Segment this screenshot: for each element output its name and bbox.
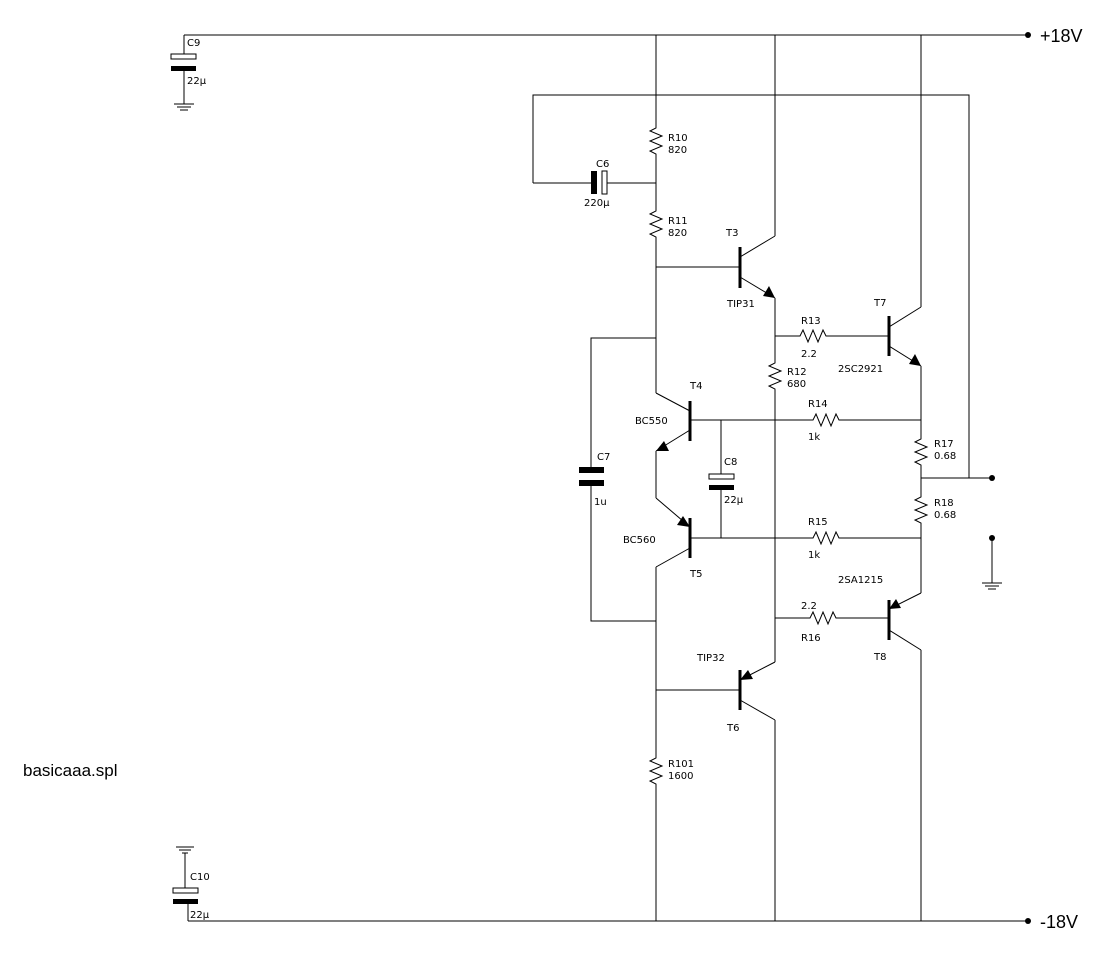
c6-name: C6 [596,159,609,170]
transistor-t7[interactable]: T7 2SC2921 [838,298,922,375]
r14-value: 1k [808,432,820,443]
t6-name: T6 [726,723,739,734]
t5-name: T5 [689,569,702,580]
t3-name: T3 [725,228,738,239]
transistor-t5[interactable]: BC560 T5 [623,497,702,580]
r11-name: R11 [668,216,688,227]
transistor-t8[interactable]: 2SA1215 T8 [838,575,922,663]
wire-bootstrap-loop [532,94,970,478]
resistor-r17[interactable]: R17 0.68 [913,436,956,468]
capacitor-c8[interactable]: C8 22µ [708,457,744,506]
c9-name: C9 [187,38,200,49]
t6-part: TIP32 [696,653,725,664]
capacitor-c6[interactable]: C6 220µ [584,159,610,209]
c10-name: C10 [190,872,210,883]
capacitor-c9[interactable]: C9 22µ [170,35,207,111]
r18-name: R18 [934,498,954,509]
resistor-r13[interactable]: R13 2.2 [797,316,830,360]
t4-part: BC550 [635,416,668,427]
t3-part: TIP31 [726,299,755,310]
filename-label: basicaaa.spl [23,761,118,780]
c8-value: 22µ [724,495,744,506]
resistor-r11[interactable]: R11 820 [648,208,688,240]
c6-value: 220µ [584,198,610,209]
t4-name: T4 [689,381,702,392]
c7-name: C7 [597,452,610,463]
negative-rail-terminal[interactable] [1025,918,1031,924]
wire-c7-bottom [590,486,656,622]
t5-part: BC560 [623,535,656,546]
r11-value: 820 [668,228,687,239]
capacitor-c7[interactable]: C7 1u [579,452,610,508]
r17-name: R17 [934,439,954,450]
t7-part: 2SC2921 [838,364,883,375]
positive-rail-terminal[interactable] [1025,32,1031,38]
r15-name: R15 [808,517,828,528]
r16-value: 2.2 [801,601,817,612]
output-terminal[interactable] [989,475,995,481]
resistor-r14[interactable]: R14 1k [797,399,849,443]
negative-rail-label: -18V [1040,912,1078,932]
c8-name: C8 [724,457,737,468]
c10-value: 22µ [190,910,210,921]
t8-part: 2SA1215 [838,575,883,586]
positive-rail: +18V [184,26,1083,46]
resistor-r15[interactable]: R15 1k [797,517,849,561]
r10-name: R10 [668,133,688,144]
wire-c7-top [590,337,656,467]
t7-name: T7 [873,298,886,309]
r10-value: 820 [668,145,687,156]
c9-value: 22µ [187,76,207,87]
r101-name: R101 [668,759,694,770]
resistor-r12[interactable]: R12 680 [767,360,807,392]
transistor-t6[interactable]: TIP32 T6 [696,653,776,734]
r12-name: R12 [787,367,807,378]
capacitor-c10[interactable]: C10 22µ [172,846,210,921]
r16-name: R16 [801,633,821,644]
resistor-r18[interactable]: R18 0.68 [913,494,956,526]
r14-name: R14 [808,399,828,410]
r101-value: 1600 [668,771,693,782]
resistor-r101[interactable]: R101 1600 [648,755,694,790]
r12-value: 680 [787,379,806,390]
negative-rail: -18V [188,912,1078,932]
resistor-r16[interactable]: 2.2 R16 [797,601,850,644]
r13-name: R13 [801,316,821,327]
transistor-t4[interactable]: T4 BC550 [635,381,702,452]
r15-value: 1k [808,550,820,561]
r17-value: 0.68 [934,451,956,462]
r18-value: 0.68 [934,510,956,521]
output-ground [982,535,1002,590]
t8-name: T8 [873,652,886,663]
transistor-t3[interactable]: T3 TIP31 [725,228,776,310]
resistor-r10[interactable]: R10 820 [648,125,688,157]
c7-value: 1u [594,497,607,508]
r13-value: 2.2 [801,349,817,360]
positive-rail-label: +18V [1040,26,1083,46]
